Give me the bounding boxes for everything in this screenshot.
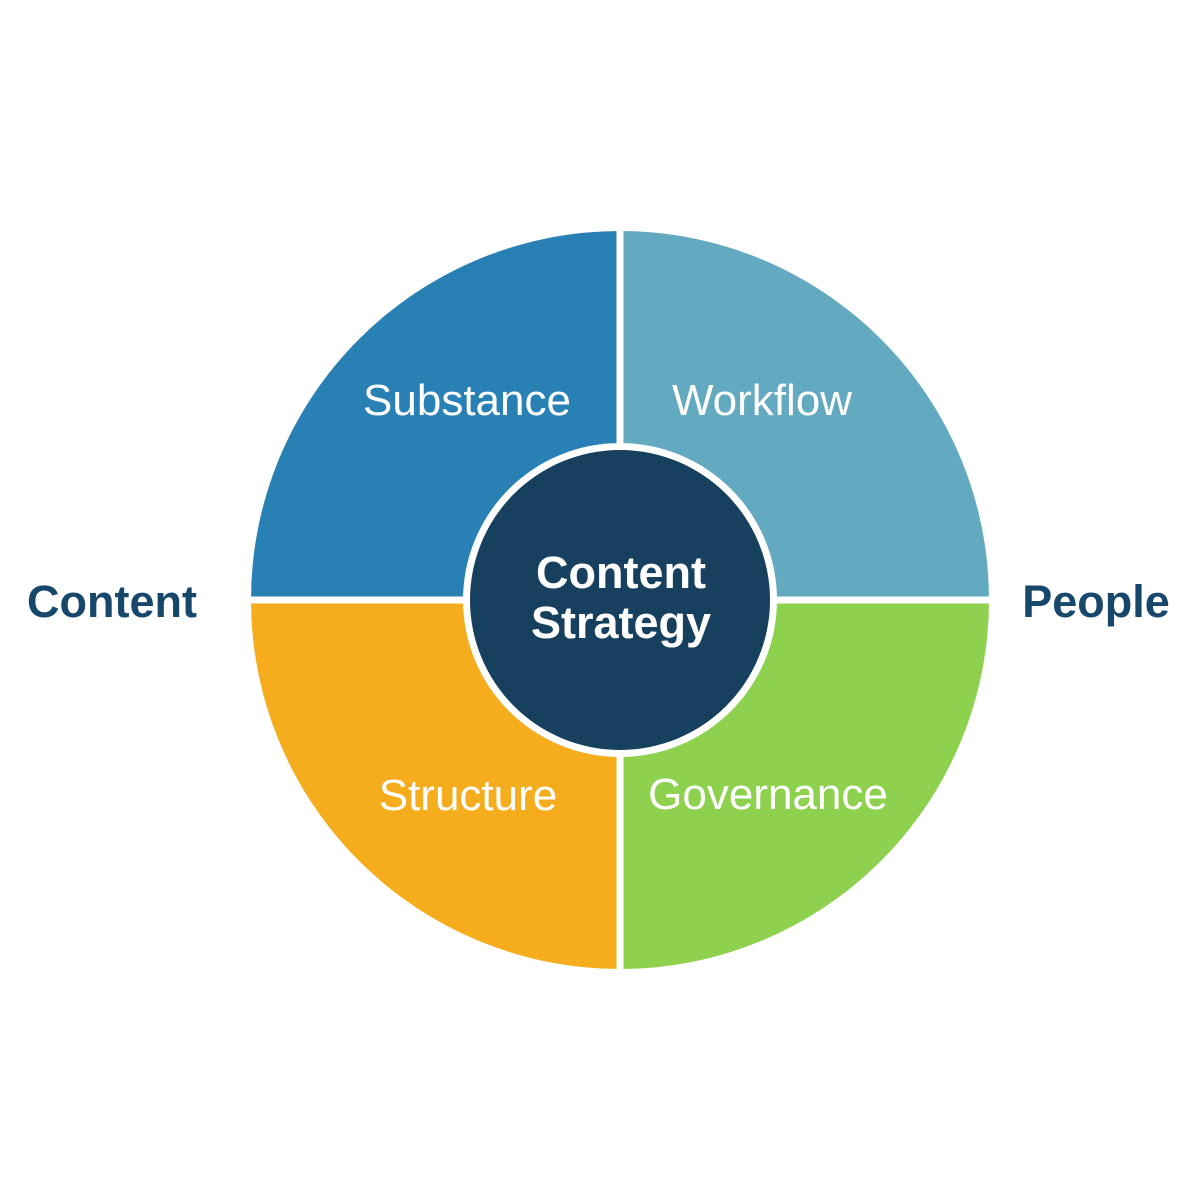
axis-label-people: People xyxy=(1022,576,1170,627)
axis-label-content: Content xyxy=(27,576,197,627)
center-title-line2: Strategy xyxy=(531,597,711,648)
center-circle xyxy=(470,450,770,750)
center-title-line1: Content xyxy=(536,547,706,598)
label-governance: Governance xyxy=(648,770,888,819)
label-substance: Substance xyxy=(363,376,571,425)
label-workflow: Workflow xyxy=(672,376,852,425)
label-structure: Structure xyxy=(379,771,558,820)
